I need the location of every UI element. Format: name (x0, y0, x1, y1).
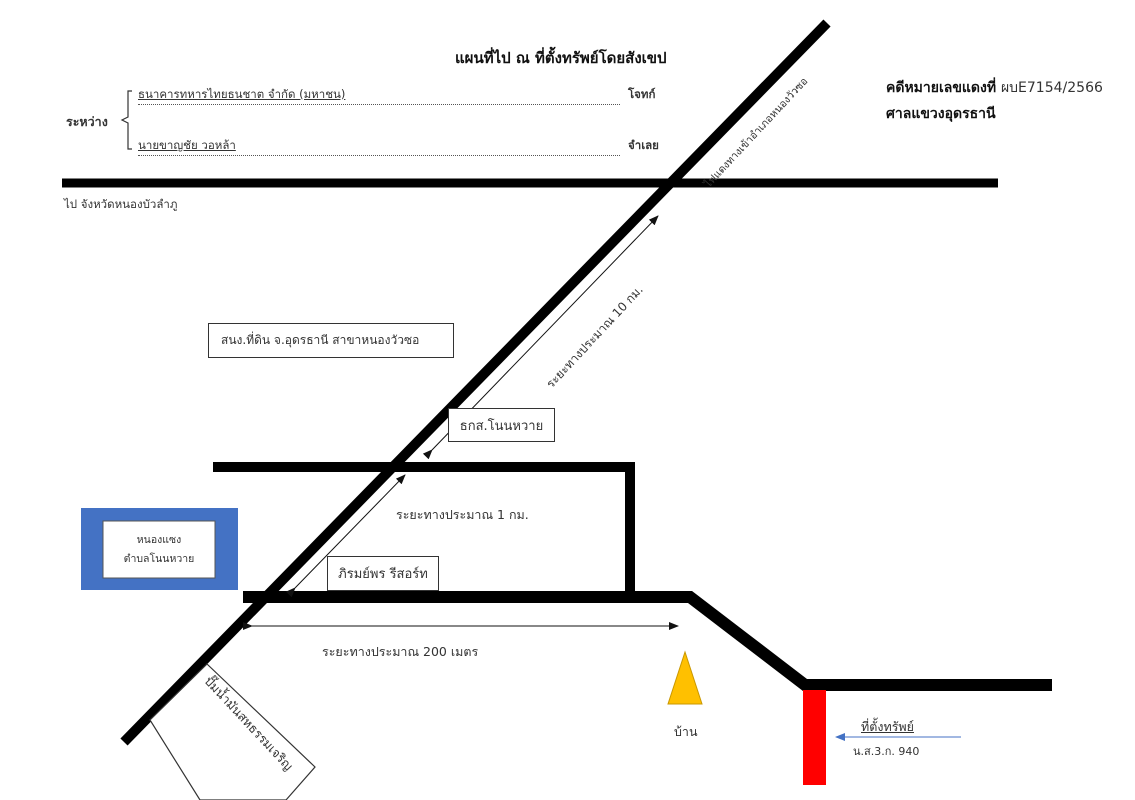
distance-200m-label: ระยะทางประมาณ 200 เมตร (322, 644, 479, 659)
property-marker (803, 690, 826, 785)
resort-label: ภิรมย์พร รีสอร์ท (338, 567, 428, 582)
gas-station-box (149, 663, 316, 800)
bank-branch-label: ธกส.โนนหวาย (459, 418, 544, 434)
land-office-box: สนง.ที่ดิน จ.อุดรธานี สาขาหนองวัวซอ (208, 323, 454, 358)
defendant-role: จำเลย (628, 138, 659, 152)
case-label: คดีหมายเลขแดงที่ (886, 80, 997, 96)
house-marker-icon (667, 650, 703, 705)
case-number: ผบE7154/2566 (1000, 80, 1103, 96)
property-label: ที่ตั้งทรัพย์ (861, 719, 914, 734)
plaintiff-name-text: ธนาคารทหารไทยธนชาต จำกัด (มหาชน) (138, 87, 346, 101)
between-label: ระหว่าง (66, 114, 108, 129)
resort-box: ภิรมย์พร รีสอร์ท (327, 556, 439, 591)
bank-branch-box: ธกส.โนนหวาย (448, 408, 555, 442)
plaintiff-role: โจทก์ (628, 87, 656, 101)
between-bracket (120, 90, 132, 150)
case-number-line: คดีหมายเลขแดงที่ ผบE7154/2566 (886, 77, 1103, 99)
defendant-name-text: นายขาญชัย วอหล้า (138, 138, 236, 152)
pond-label-line2: ตำบลโนนหวาย (123, 552, 195, 565)
road-lower (243, 591, 1052, 691)
plaintiff-name: ธนาคารทหารไทยธนชาต จำกัด (มหาชน) (138, 86, 620, 105)
road-middle (213, 462, 635, 595)
court-name: ศาลแขวงอุดรธานี (886, 106, 996, 122)
page-title: แผนที่ไป ณ ที่ตั้งทรัพย์โดยสังเขป (455, 49, 667, 67)
defendant-name: นายขาญชัย วอหล้า (138, 137, 620, 156)
road-main-diagonal (120, 19, 831, 746)
property-deed: น.ส.3.ก. 940 (853, 745, 920, 758)
distance-1km-arrow (285, 474, 406, 598)
house-label: บ้าน (674, 724, 698, 739)
pond-label-line1: หนองแซง (136, 533, 182, 546)
pond-label: หนองแซง ตำบลโนนหวาย (103, 521, 215, 578)
land-office-label: สนง.ที่ดิน จ.อุดรธานี สาขาหนองวัวซอ (221, 333, 420, 347)
distance-1km-label: ระยะทางประมาณ 1 กม. (396, 507, 529, 522)
to-province-label: ไป จังหวัดหนองบัวลำภู (64, 197, 178, 211)
